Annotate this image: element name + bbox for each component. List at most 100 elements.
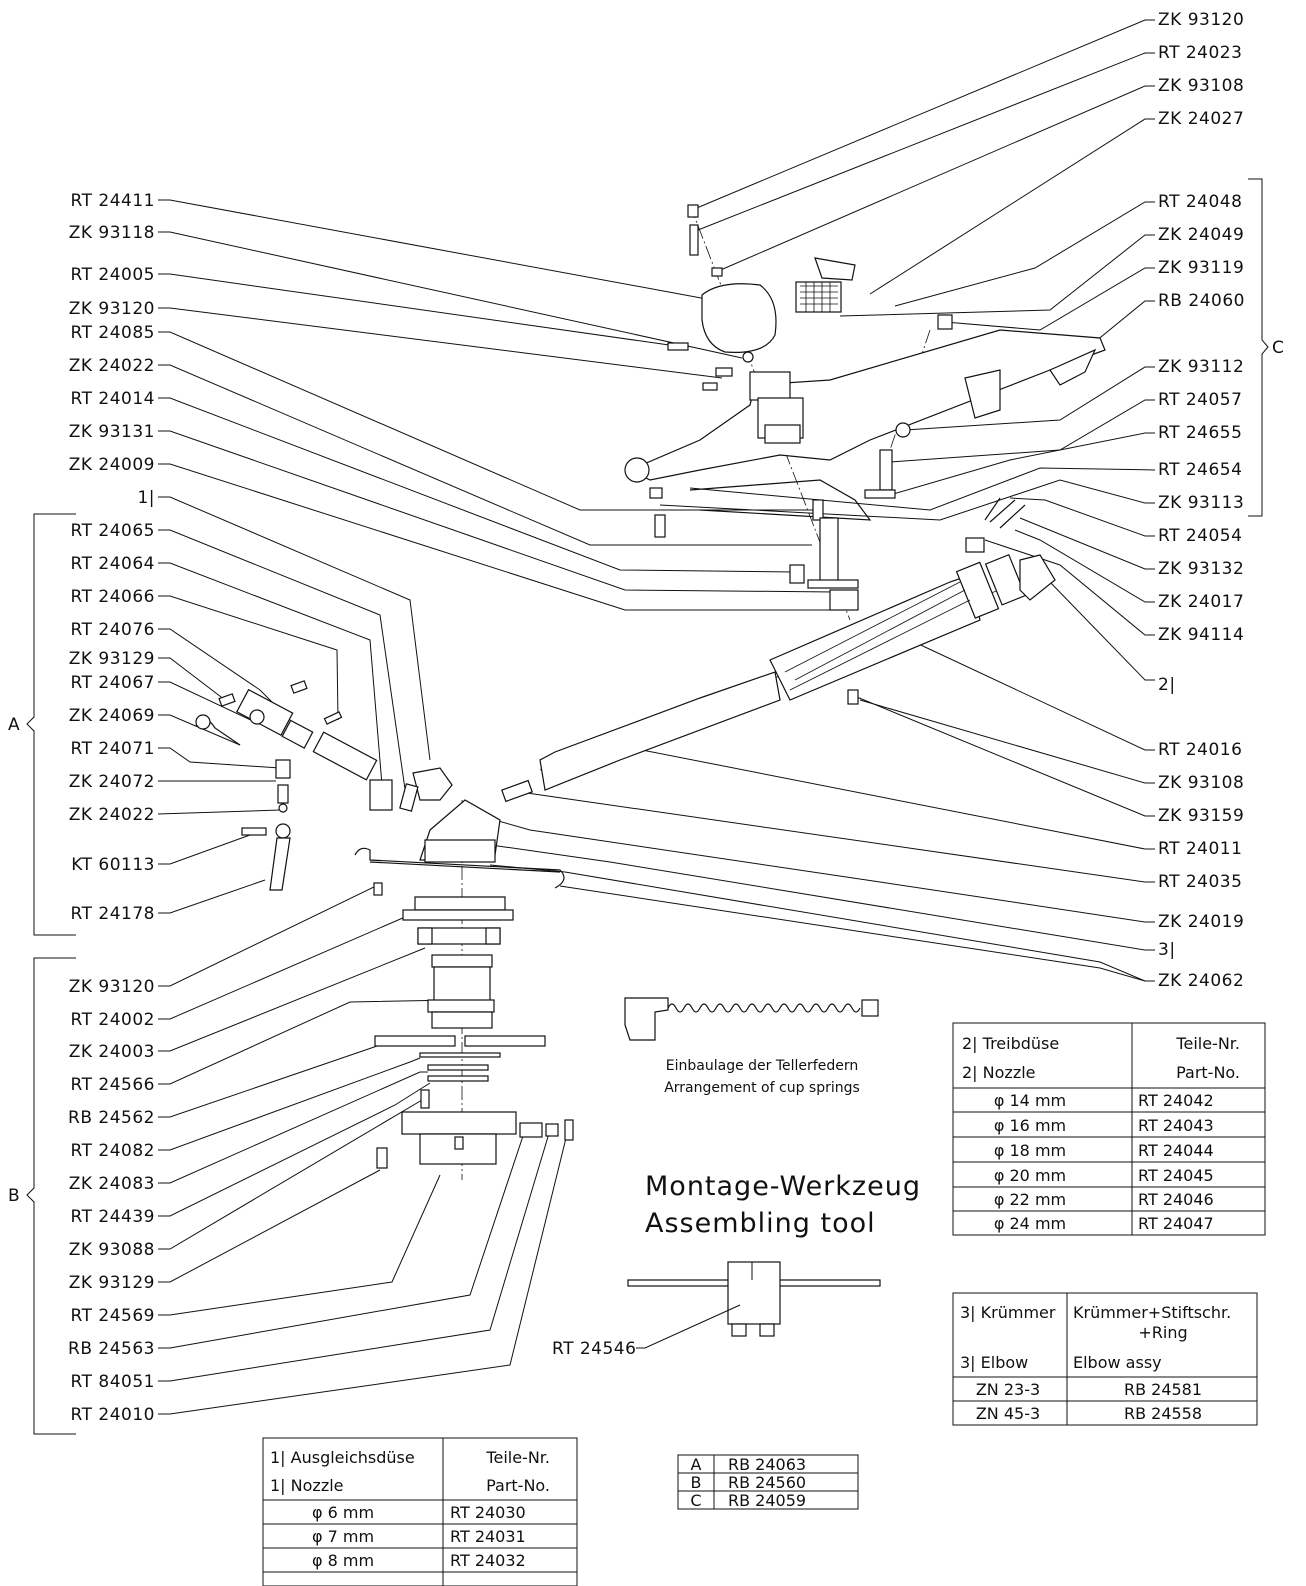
callout[interactable]: RT 24065 xyxy=(71,521,409,811)
callout[interactable]: ZK 93113 xyxy=(659,479,1244,521)
callout[interactable]: 3| xyxy=(469,841,1176,960)
callout[interactable]: RB 24563 xyxy=(68,1129,526,1359)
callout[interactable]: ZK 24062 xyxy=(489,864,1244,991)
callout[interactable]: ZK 24069 xyxy=(69,706,241,746)
svg-text:ZK 93112: ZK 93112 xyxy=(1158,357,1244,377)
svg-text:RT 24064: RT 24064 xyxy=(71,554,155,574)
callout[interactable]: ZK 24072 xyxy=(69,772,276,792)
svg-text:φ 6 mm: φ 6 mm xyxy=(312,1503,374,1522)
callout[interactable]: RT 24067 xyxy=(71,673,256,723)
callout[interactable]: ZK 93108 xyxy=(715,76,1244,273)
callout[interactable]: ZK 94114 xyxy=(984,539,1244,645)
callout[interactable]: ZK 93132 xyxy=(1019,517,1244,579)
springs-caption-en: Arrangement of cup springs xyxy=(664,1080,860,1096)
table-nozzle-2: 2| Treibdüse 2| Nozzle Teile-Nr. Part-No… xyxy=(952,1022,1266,1236)
svg-text:RT 24439: RT 24439 xyxy=(71,1207,155,1227)
svg-text:RT 24411: RT 24411 xyxy=(71,191,155,211)
callout[interactable]: RT 24064 xyxy=(71,554,383,786)
svg-text:KT 60113: KT 60113 xyxy=(71,855,155,875)
svg-text:φ 24 mm: φ 24 mm xyxy=(994,1214,1066,1233)
svg-text:ZK 93119: ZK 93119 xyxy=(1158,258,1244,278)
callout[interactable]: ZK 93159 xyxy=(851,694,1244,826)
svg-text:RT 24076: RT 24076 xyxy=(71,620,155,640)
callout[interactable]: RT 24411 xyxy=(71,191,713,301)
callout[interactable]: ZK 24017 xyxy=(1014,529,1244,612)
callout[interactable]: ZK 93120 xyxy=(69,884,379,997)
callout[interactable]: ZK 24022 xyxy=(69,805,281,825)
callout[interactable]: RT 24085 xyxy=(71,323,816,511)
callout[interactable]: ZK 93131 xyxy=(69,422,836,593)
callout[interactable]: 2| xyxy=(1047,579,1176,695)
callout[interactable]: ZK 24003 xyxy=(69,947,426,1062)
callout[interactable]: RT 24071 xyxy=(71,739,281,769)
svg-text:RT 24569: RT 24569 xyxy=(71,1306,155,1326)
callout[interactable]: RT 24569 xyxy=(71,1174,441,1326)
callout[interactable]: RT 24023 xyxy=(697,43,1242,231)
callout[interactable]: ZK 24027 xyxy=(869,109,1244,295)
callout[interactable]: KT 60113 xyxy=(71,834,251,875)
callout[interactable]: RT 24082 xyxy=(71,1057,421,1161)
svg-text:B: B xyxy=(691,1473,702,1492)
callout[interactable]: ZK 24009 xyxy=(69,455,830,611)
svg-text:ZK 24022: ZK 24022 xyxy=(69,356,155,376)
callout[interactable]: ZK 93129 xyxy=(69,649,226,701)
callout[interactable]: ZK 93129 xyxy=(69,1169,381,1293)
svg-text:Teile-Nr.: Teile-Nr. xyxy=(485,1448,550,1467)
svg-text:RB 24560: RB 24560 xyxy=(728,1473,806,1492)
callout[interactable]: RT 24014 xyxy=(71,389,796,573)
callout[interactable]: ZK 93119 xyxy=(944,258,1244,331)
svg-text:RT 24057: RT 24057 xyxy=(1158,390,1242,410)
callout[interactable]: RT 24566 xyxy=(71,999,456,1095)
callout[interactable]: ZK 93112 xyxy=(904,357,1244,431)
callout[interactable]: RT 24005 xyxy=(71,265,677,347)
svg-text:RT 84051: RT 84051 xyxy=(71,1372,155,1392)
svg-text:φ 22 mm: φ 22 mm xyxy=(994,1190,1066,1209)
cup-springs-detail: Einbaulage der Tellerfedern Arrangement … xyxy=(624,997,879,1096)
svg-text:RT 24031: RT 24031 xyxy=(450,1527,526,1546)
svg-text:ZK 93132: ZK 93132 xyxy=(1158,559,1244,579)
callout[interactable]: RT 24035 xyxy=(526,792,1242,892)
callout[interactable]: RT 24066 xyxy=(71,587,339,721)
svg-text:RT 24030: RT 24030 xyxy=(450,1503,526,1522)
svg-text:RT 24042: RT 24042 xyxy=(1138,1091,1214,1110)
svg-text:2| Treibdüse: 2| Treibdüse xyxy=(962,1034,1059,1053)
callout[interactable]: RT 24439 xyxy=(71,1082,431,1227)
callout[interactable]: RT 24016 xyxy=(909,639,1242,760)
callout[interactable]: RT 24002 xyxy=(71,913,413,1030)
svg-text:ZK 24009: ZK 24009 xyxy=(69,455,155,475)
callout[interactable]: ZK 24022 xyxy=(69,356,812,546)
callout[interactable]: ZK 93120 xyxy=(69,299,723,379)
tool-part-label[interactable]: RT 24546 xyxy=(552,1339,636,1359)
group-b-bracket: B xyxy=(8,957,76,1435)
callout[interactable]: 1| xyxy=(137,488,431,761)
callout[interactable]: ZK 93120 xyxy=(691,10,1244,211)
callout[interactable]: RT 24010 xyxy=(71,1129,569,1425)
svg-text:RT 24071: RT 24071 xyxy=(71,739,155,759)
callout[interactable]: RB 24562 xyxy=(68,1044,381,1128)
callout[interactable]: RT 24011 xyxy=(631,747,1242,859)
svg-text:RB 24563: RB 24563 xyxy=(68,1339,155,1359)
callout[interactable]: ZK 24019 xyxy=(494,819,1244,932)
callout[interactable]: RT 24178 xyxy=(71,879,266,924)
callout[interactable]: RT 84051 xyxy=(71,1129,551,1392)
callout[interactable]: RT 24048 xyxy=(894,192,1242,307)
callout[interactable]: RT 24654 xyxy=(689,460,1242,511)
callout[interactable]: ZK 24049 xyxy=(839,225,1244,317)
callout[interactable]: RT 24057 xyxy=(889,390,1242,463)
callout[interactable]: RB 24060 xyxy=(1084,291,1245,351)
callout[interactable]: ZK 93118 xyxy=(69,223,743,359)
assembling-tool: Montage-Werkzeug Assembling tool RT 2454… xyxy=(552,1171,920,1359)
callout[interactable]: ZK 24083 xyxy=(69,1071,428,1194)
callout[interactable]: ZK 93088 xyxy=(69,1099,423,1260)
tool-title-en: Assembling tool xyxy=(645,1208,876,1239)
svg-text:C: C xyxy=(1272,338,1284,358)
svg-text:φ 16 mm: φ 16 mm xyxy=(994,1116,1066,1135)
svg-text:ZK 24003: ZK 24003 xyxy=(69,1042,155,1062)
svg-text:ZK 94114: ZK 94114 xyxy=(1158,625,1244,645)
callout[interactable]: RT 24054 xyxy=(1009,497,1242,546)
callout[interactable]: ZK 93108 xyxy=(859,699,1244,793)
springs-caption-de: Einbaulage der Tellerfedern xyxy=(666,1058,858,1074)
svg-text:RT 24023: RT 24023 xyxy=(1158,43,1242,63)
svg-text:1| Nozzle: 1| Nozzle xyxy=(270,1476,344,1495)
